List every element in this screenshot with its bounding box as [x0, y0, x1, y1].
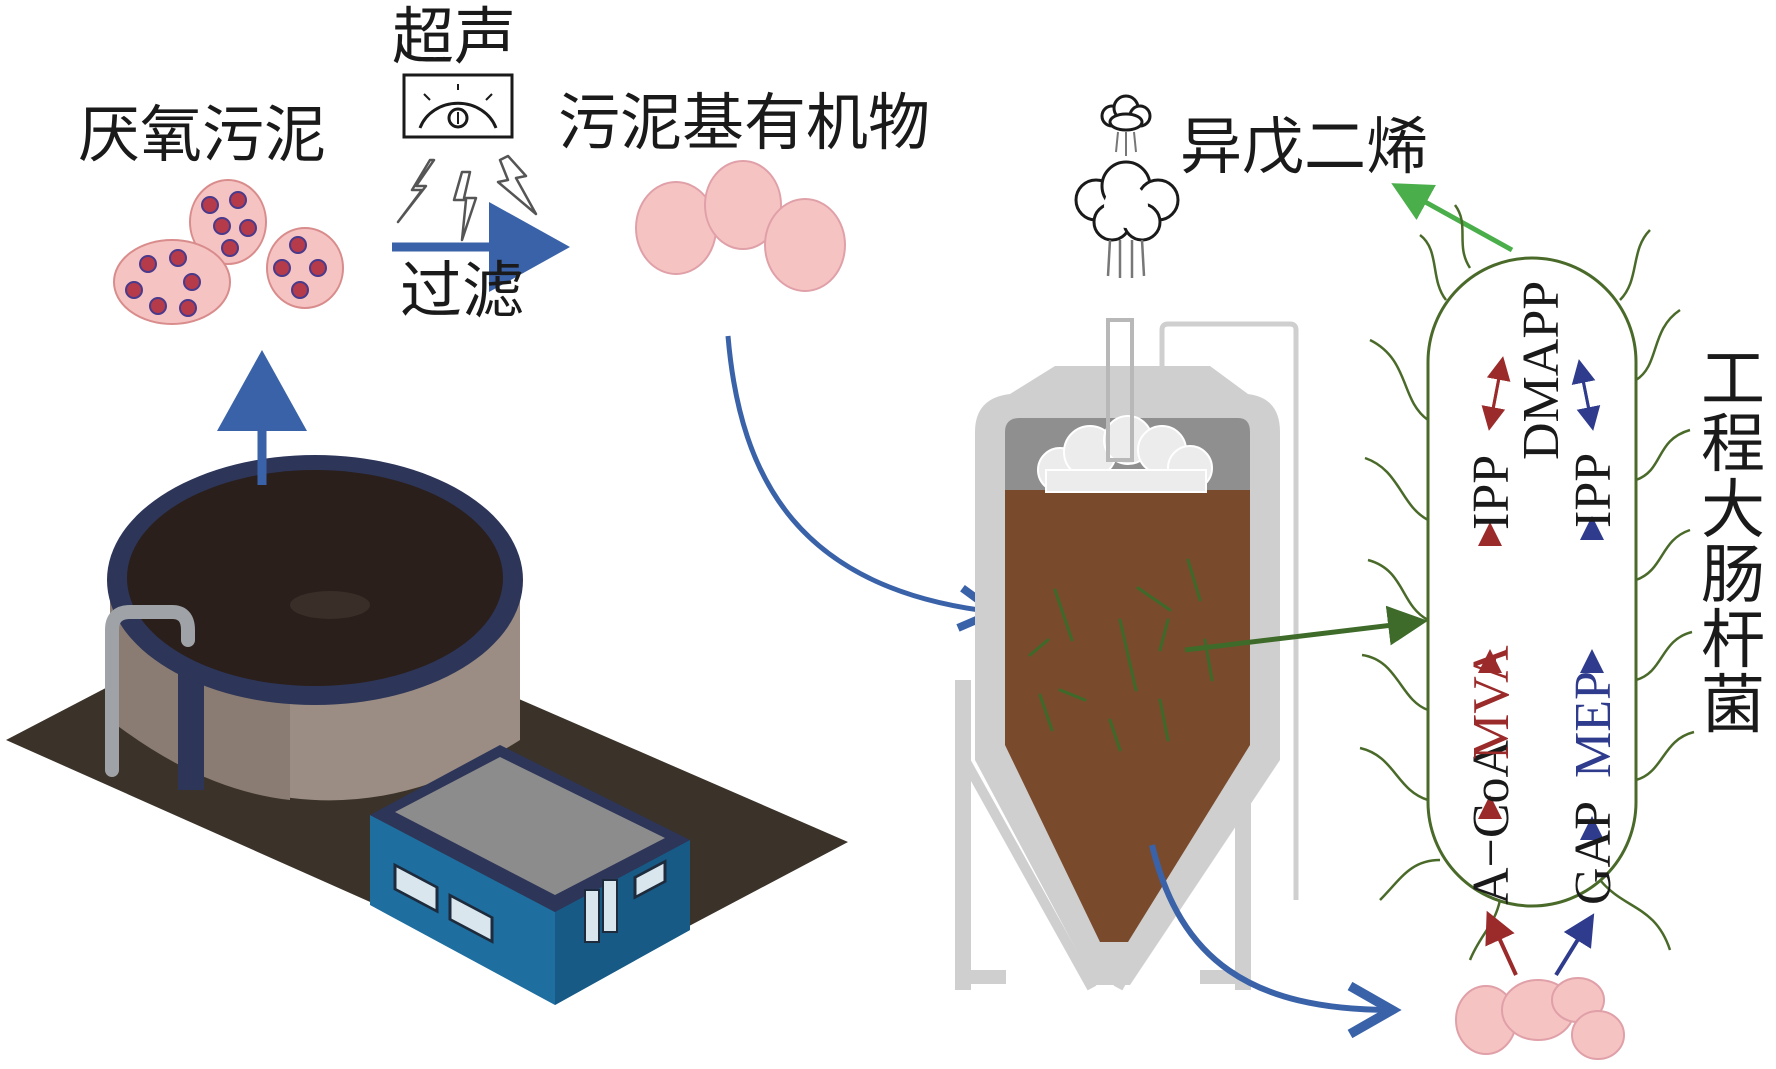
pathway-mva-substrate: A−CoA — [1463, 739, 1520, 905]
cell-to-isoprene-arrow — [1391, 183, 1514, 253]
lightning-bolt-icons — [396, 154, 538, 242]
anaerobic-sludge-label: 厌氧污泥 — [78, 98, 327, 171]
inlet-pipe — [105, 605, 195, 777]
pathway-ipp-mep: IPP — [1565, 452, 1622, 528]
tank-contents — [127, 470, 503, 686]
ecoli-cell — [1359, 204, 1695, 977]
sludge-flocs — [113, 179, 344, 325]
pathway-mva: MVA — [1463, 645, 1520, 760]
organics-to-fermenter-arrow — [725, 335, 1004, 632]
control-building — [370, 745, 690, 1005]
sludge-floc — [266, 227, 344, 309]
isoprene-vapor-icon — [1074, 94, 1180, 278]
pathway-mep: MEP — [1565, 671, 1622, 778]
ultrasound-device-icon — [402, 73, 514, 139]
pathway-dmapp: DMAPP — [1513, 280, 1570, 460]
pathway-ipp-mva: IPP — [1463, 454, 1520, 530]
fermentation-broth — [1005, 490, 1250, 942]
engineered-ecoli-label: 工程大肠杆菌 — [1701, 343, 1765, 744]
organic-particles — [635, 160, 846, 292]
filtration-label: 过滤 — [400, 254, 525, 327]
bacteria-in-broth — [1028, 558, 1214, 752]
isoprene-label: 异戊二烯 — [1180, 110, 1429, 183]
sludge-organics-label: 污泥基有机物 — [558, 86, 931, 159]
sludge-floc — [189, 179, 267, 265]
organic-substrate-bottom — [1455, 977, 1625, 1060]
foam — [1037, 415, 1213, 493]
sludge-floc — [113, 239, 231, 325]
fermenter-to-cell-arrow — [1184, 605, 1428, 653]
pathway-mep-substrate: GAP — [1565, 800, 1622, 905]
fermenter-to-cells-arrow — [1149, 844, 1402, 1039]
treatment-plant-illustration — [6, 455, 848, 1005]
fermenter-vessel — [955, 318, 1299, 991]
ultrasound-label: 超声 — [392, 0, 517, 73]
